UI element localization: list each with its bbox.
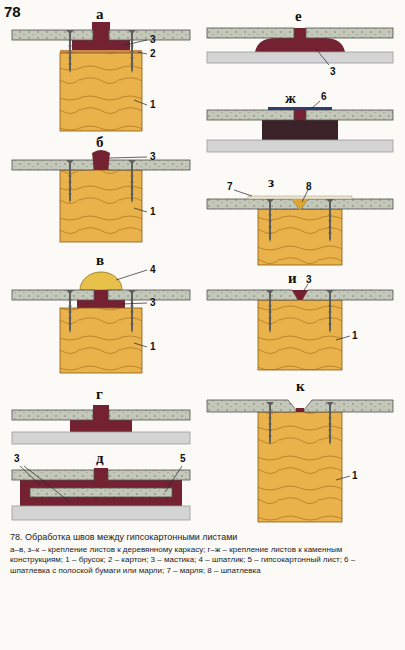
variant-letter: а [96,6,104,23]
variant-letter: к [296,378,305,395]
callout-number: 1 [352,470,358,481]
callout-number: 3 [150,34,156,45]
callout-number: 2 [150,48,156,59]
variant-letter: и [288,270,297,287]
callout-number: 8 [306,181,312,192]
callout-number: 1 [352,330,358,341]
callout-number: 3 [306,274,312,285]
variant-letter: з [268,174,274,191]
variant-letter: е [295,8,302,25]
variant-letter: в [96,252,104,269]
legend-text: а–в, з–к – крепление листов к деревянном… [10,545,395,576]
callout-number: 4 [150,264,156,275]
callout-number: 1 [150,99,156,110]
variant-letter: ж [285,90,296,107]
callout-number: 3 [150,151,156,162]
variant-letter: д [96,450,104,467]
variant-letter: б [96,134,104,151]
callout-number: 1 [150,341,156,352]
figure-number: 78 [4,3,21,20]
callout-number: 3 [150,297,156,308]
callout-number: 6 [321,91,327,102]
variant-letter: г [96,386,103,403]
callout-number: 3 [330,66,336,77]
callout-number: 5 [180,453,186,464]
figure-caption: 78. Обработка швов между гипсокартонными… [10,532,395,542]
callout-number: 1 [150,206,156,217]
callout-number: 3 [14,453,20,464]
callout-number: 7 [227,181,233,192]
